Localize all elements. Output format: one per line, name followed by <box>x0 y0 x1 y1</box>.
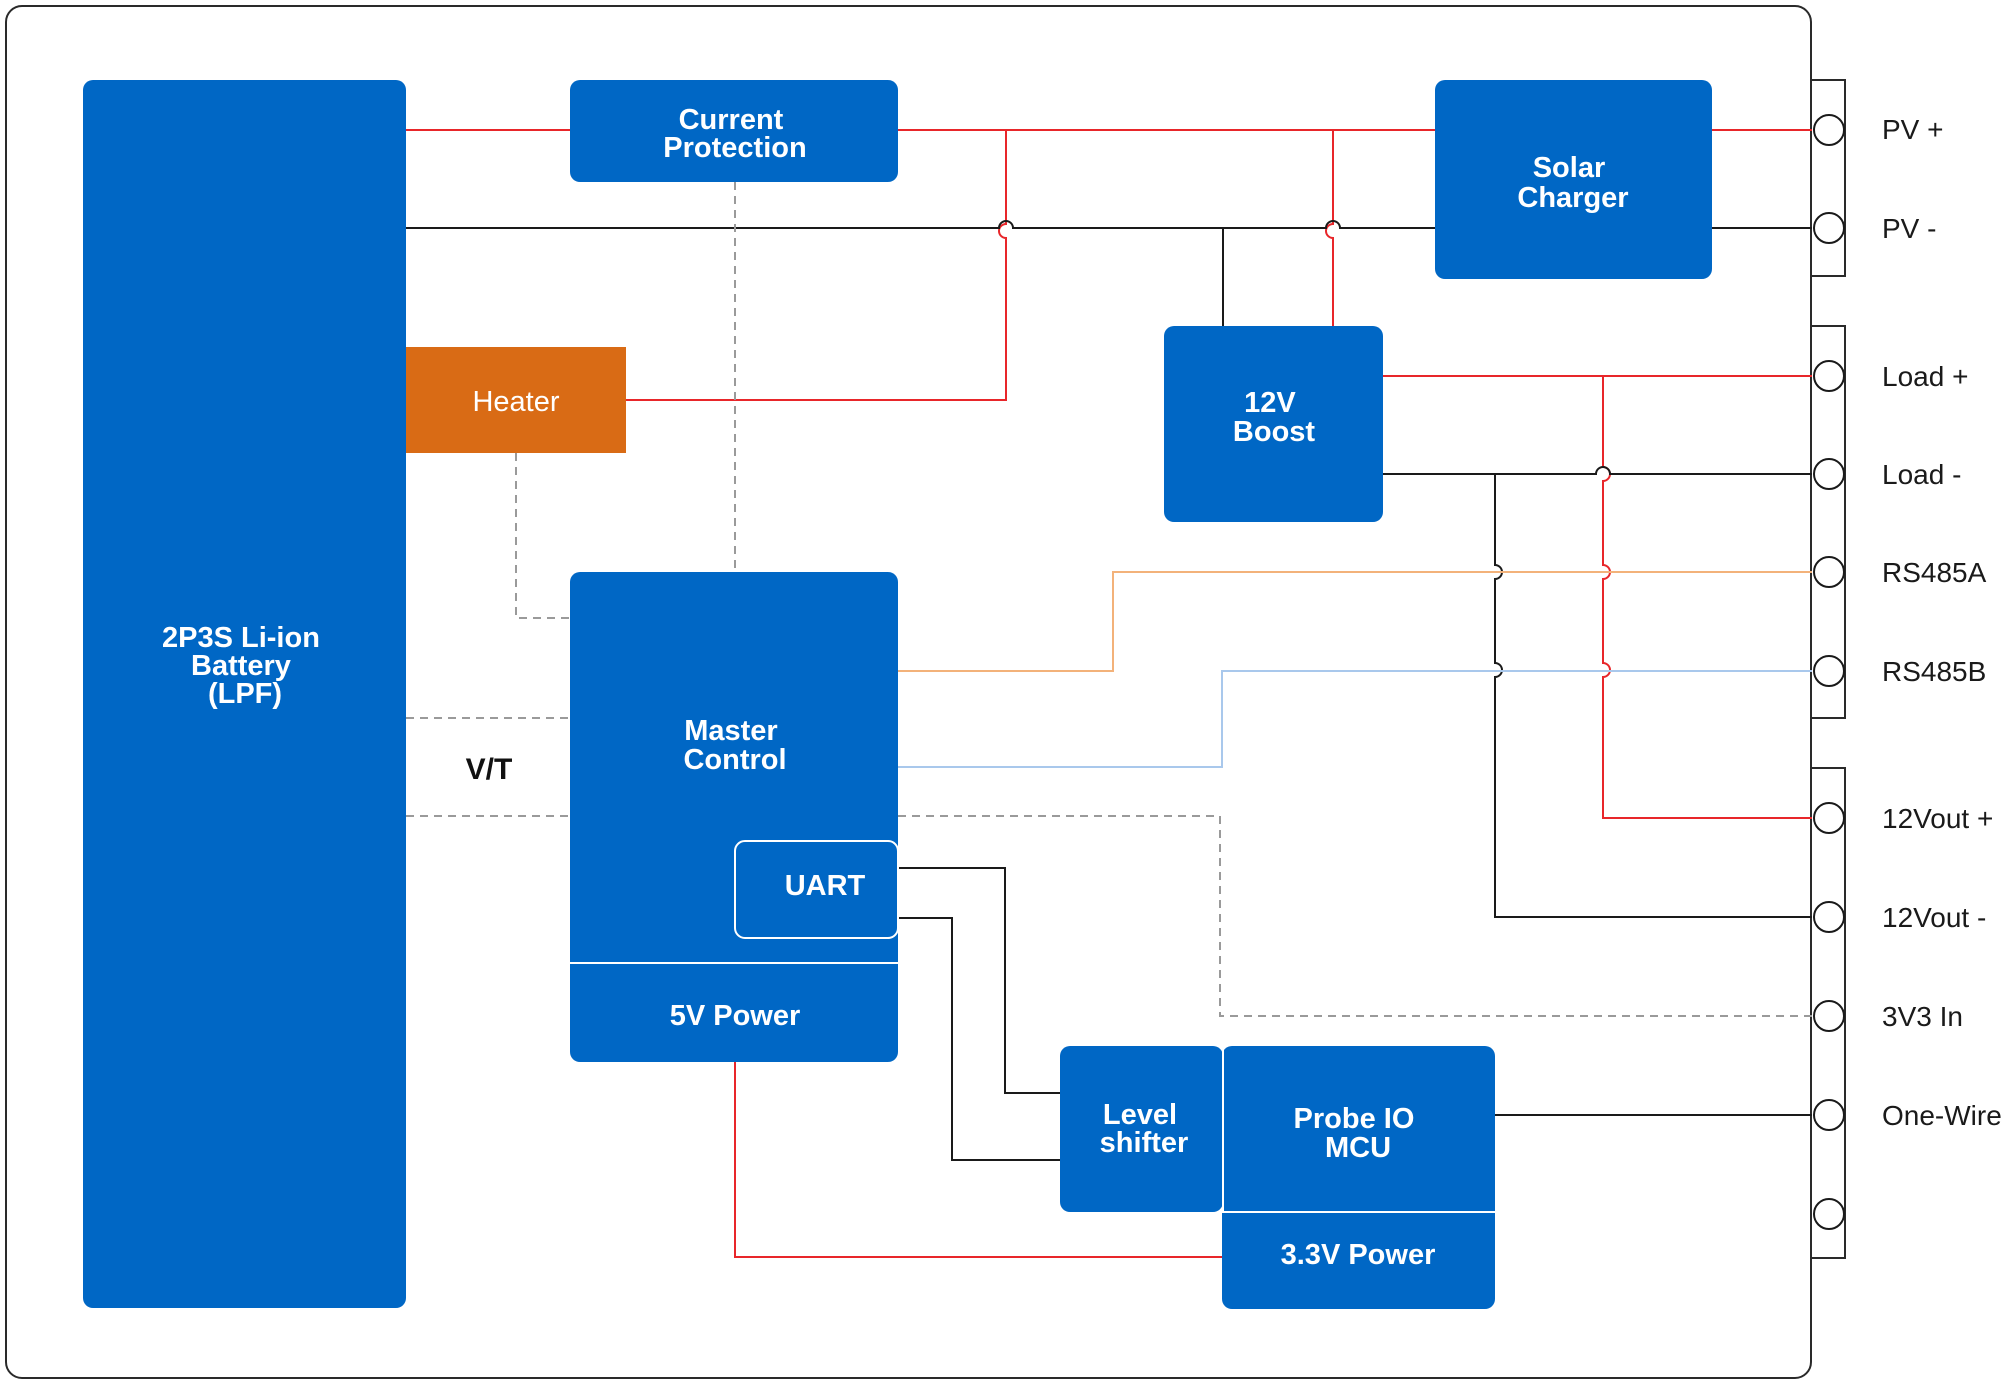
probe-mcu-block <box>1222 1046 1495 1309</box>
terminal-label: RS485B <box>1882 656 1986 687</box>
sense-3v3-in <box>898 815 1812 1017</box>
solar-charger-block <box>1435 80 1712 279</box>
circle-terminal-icon <box>1813 114 1845 146</box>
battery-label-line: Battery <box>191 650 291 682</box>
circle-terminal-icon <box>1813 802 1845 834</box>
circle-terminal-icon <box>1813 556 1845 588</box>
probe-mcu-label-line: Probe IO <box>1294 1103 1415 1135</box>
circle-terminal-icon <box>1813 655 1845 687</box>
terminal-label: RS485A <box>1882 557 1987 588</box>
uart-block <box>734 840 899 939</box>
connector-strip-pv <box>1810 79 1846 277</box>
dashed-sense-lines <box>406 182 1812 1017</box>
battery-label-line: 2P3S Li-ion <box>162 622 320 654</box>
battery-block <box>83 80 406 1308</box>
circle-terminal-icon <box>1813 1198 1845 1230</box>
terminal-label: 3V3 In <box>1882 1001 1963 1032</box>
terminal-label: 12Vout + <box>1882 803 1993 834</box>
sense-heater <box>515 453 570 619</box>
uart-label-line: UART <box>785 870 866 902</box>
boost-label-line: 12V <box>1244 387 1296 419</box>
power-33v-label-line: 3.3V Power <box>1281 1239 1436 1271</box>
probe-mcu-label-line: MCU <box>1325 1132 1391 1164</box>
power-5v-label: 5V Power <box>670 1000 801 1032</box>
wire-boost-supply <box>1325 130 1334 326</box>
circle-terminal-icon <box>1813 212 1845 244</box>
level-shifter-label-line: Level <box>1103 1099 1177 1131</box>
battery-label-line: (LPF) <box>208 678 282 710</box>
master-control-label-line: Control <box>683 744 786 776</box>
solar-charger-label-line: Solar <box>1533 152 1606 184</box>
power-wires <box>406 129 1812 1258</box>
power-5v-label-line: 5V Power <box>670 1000 801 1032</box>
ground-wires <box>406 220 1812 1161</box>
circle-terminal-icon <box>1813 901 1845 933</box>
vt-label: V/T <box>466 753 513 786</box>
wire-rs485a <box>898 571 1812 672</box>
boost-label: 12V Boost <box>1233 387 1316 448</box>
terminals: PV + PV - Load + Load - RS485A RS485B 12… <box>1813 114 2002 1230</box>
master-control-label-line: Master <box>684 715 778 747</box>
uart-label: UART <box>785 870 866 902</box>
wire-boost-to-12vout-plus <box>1602 376 1812 819</box>
terminal-label: Load - <box>1882 459 1961 490</box>
wire-boost-to-12vout-minus <box>1494 474 1812 918</box>
level-shifter-label: Level shifter <box>1100 1099 1189 1159</box>
circle-terminal-icon <box>1813 1099 1845 1131</box>
master-control-block <box>570 572 898 1062</box>
power-33v-label: 3.3V Power <box>1281 1239 1436 1271</box>
terminal-label: One-Wire <box>1882 1100 2002 1131</box>
level-shifter-block <box>1060 1046 1223 1212</box>
boost-block <box>1164 326 1383 522</box>
terminal-label: 12Vout - <box>1882 902 1986 933</box>
current-protection-block <box>570 80 898 182</box>
terminal-label: PV + <box>1882 114 1943 145</box>
current-protection-label-line: Protection <box>663 132 806 164</box>
terminal-label: PV - <box>1882 213 1936 244</box>
wire-heater-supply <box>626 130 1007 401</box>
wire-battery-ground-to-pv-minus <box>406 220 1435 229</box>
probe-mcu-label: Probe IO MCU <box>1294 1103 1423 1164</box>
heater-label-line: Heater <box>472 386 559 418</box>
boost-label-line: Boost <box>1233 416 1316 448</box>
level-shifter-label-line: shifter <box>1100 1127 1189 1159</box>
heater-block <box>406 347 626 453</box>
circle-terminal-icon <box>1813 360 1845 392</box>
wire-boost-to-load-minus <box>1383 466 1812 475</box>
battery-label: 2P3S Li-ion Battery (LPF) <box>162 622 328 710</box>
solar-charger-label-line: Charger <box>1517 182 1628 214</box>
current-protection-label-line: Current <box>679 104 784 136</box>
circle-terminal-icon <box>1813 1000 1845 1032</box>
master-control-label: Master Control <box>683 715 786 776</box>
terminal-label: Load + <box>1882 361 1968 392</box>
wire-rs485b <box>898 670 1812 768</box>
circle-terminal-icon <box>1813 458 1845 490</box>
wire-uart-tx <box>898 867 1060 1094</box>
current-protection-label: Current Protection <box>663 104 806 164</box>
wire-uart-rx <box>898 917 1060 1161</box>
wire-5v-to-33v-power <box>734 1062 1222 1258</box>
heater-label: Heater <box>472 386 559 418</box>
solar-charger-label: Solar Charger <box>1517 152 1628 214</box>
